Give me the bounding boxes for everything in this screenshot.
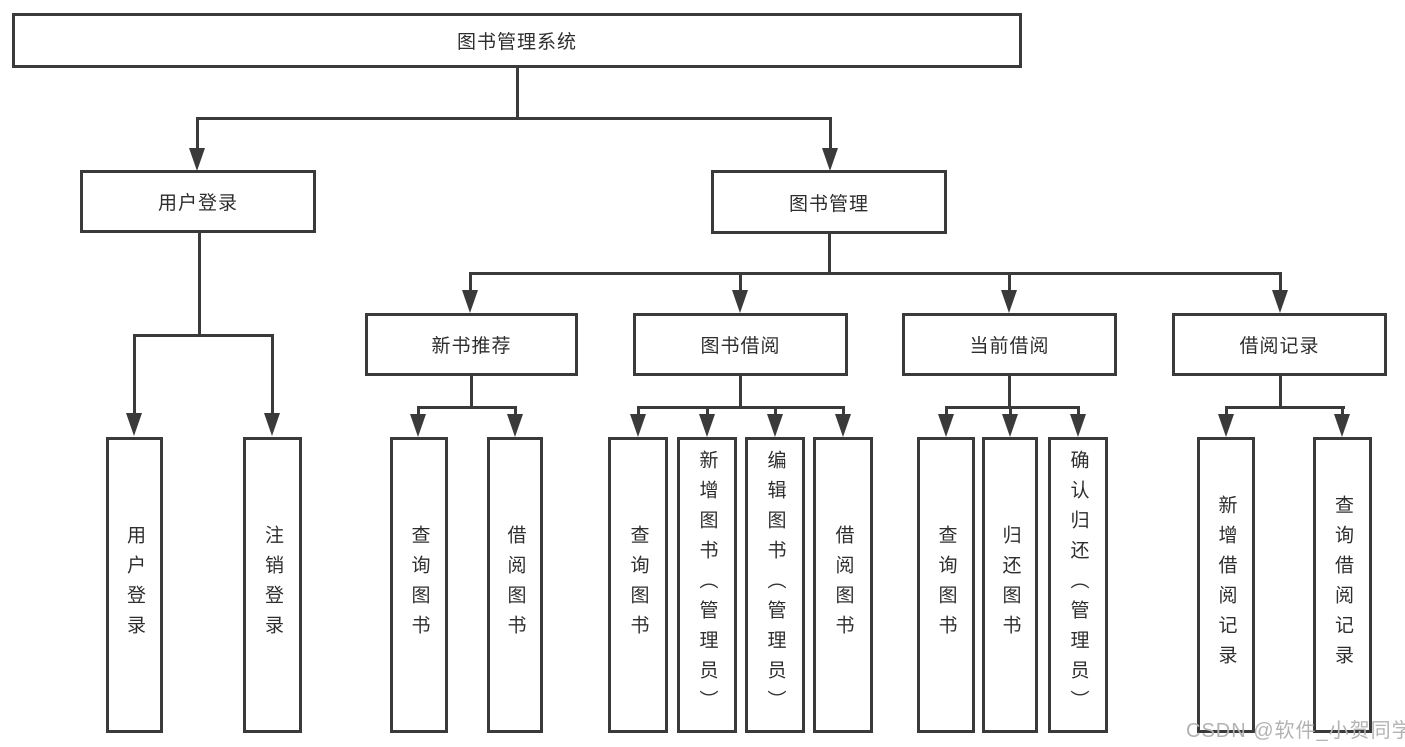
- connector-line: [1008, 376, 1011, 409]
- leaf-bb-edit-books-admin: 编辑图书（管理员）: [745, 437, 805, 733]
- leaf-user-login-label: 用户登录: [124, 525, 145, 645]
- leaf-cb-query-books-label: 查询图书: [935, 525, 957, 645]
- leaf-user-login: 用户登录: [106, 437, 163, 733]
- arrow-down-icon: [699, 414, 715, 437]
- connector-line: [829, 117, 832, 150]
- leaf-nb-query-books: 查询图书: [390, 437, 448, 733]
- connector-line: [1225, 406, 1345, 409]
- leaf-nb-borrow-books: 借阅图书: [487, 437, 543, 733]
- arrow-down-icon: [264, 413, 280, 436]
- leaf-logout: 注销登录: [243, 437, 302, 733]
- arrow-down-icon: [767, 414, 783, 437]
- connector-line: [1009, 406, 1012, 416]
- csdn-watermark: CSDN @软件_小贺同学: [1186, 720, 1405, 742]
- connector-line: [1341, 406, 1344, 416]
- leaf-nb-borrow-books-label: 借阅图书: [504, 525, 526, 645]
- connector-line: [133, 334, 136, 415]
- arrow-down-icon: [189, 148, 205, 171]
- leaf-bb-borrow-books: 借阅图书: [813, 437, 873, 733]
- leaf-bb-add-books-admin-label: 新增图书（管理员）: [696, 450, 718, 720]
- connector-line: [945, 406, 948, 416]
- arrow-down-icon: [1002, 414, 1018, 437]
- node-user-login-label: 用户登录: [157, 193, 238, 214]
- arrow-down-icon: [822, 148, 838, 171]
- arrow-down-icon: [1272, 290, 1288, 313]
- leaf-br-add-record: 新增借阅记录: [1197, 437, 1255, 733]
- leaf-br-query-record-label: 查询借阅记录: [1332, 495, 1353, 675]
- leaf-cb-return-books: 归还图书: [982, 437, 1038, 733]
- node-borrow-records-label: 借阅记录: [1239, 336, 1320, 357]
- leaf-bb-query-books-label: 查询图书: [627, 525, 649, 645]
- node-book-management: 图书管理: [711, 170, 947, 234]
- leaf-br-add-record-label: 新增借阅记录: [1215, 495, 1237, 675]
- connector-line: [470, 376, 473, 409]
- connector-line: [1279, 272, 1282, 292]
- connector-line: [516, 68, 519, 118]
- connector-line: [198, 233, 201, 336]
- leaf-cb-confirm-return-admin-label: 确认归还（管理员）: [1067, 450, 1089, 720]
- connector-line: [417, 406, 516, 409]
- leaf-bb-query-books: 查询图书: [608, 437, 668, 733]
- connector-line: [1225, 406, 1228, 416]
- node-new-book-recommend-label: 新书推荐: [431, 336, 512, 357]
- arrow-down-icon: [1334, 414, 1350, 437]
- node-current-borrow-label: 当前借阅: [969, 336, 1050, 357]
- arrow-down-icon: [1218, 414, 1234, 437]
- connector-line: [1279, 376, 1282, 409]
- arrow-down-icon: [126, 413, 142, 436]
- arrow-down-icon: [410, 414, 426, 437]
- connector-line: [739, 376, 742, 409]
- node-new-book-recommend: 新书推荐: [365, 313, 578, 376]
- arrow-down-icon: [835, 414, 851, 437]
- node-borrow-records: 借阅记录: [1172, 313, 1387, 376]
- node-book-borrow-label: 图书借阅: [700, 336, 781, 357]
- connector-line: [417, 406, 420, 416]
- leaf-logout-label: 注销登录: [262, 525, 283, 645]
- leaf-cb-query-books: 查询图书: [917, 437, 975, 733]
- connector-line: [739, 272, 742, 292]
- leaf-bb-edit-books-admin-label: 编辑图书（管理员）: [764, 450, 786, 720]
- connector-line: [842, 406, 845, 416]
- leaf-cb-return-books-label: 归还图书: [999, 525, 1021, 645]
- arrow-down-icon: [630, 414, 646, 437]
- connector-line: [774, 406, 777, 416]
- connector-line: [637, 406, 640, 416]
- connector-line: [133, 334, 274, 337]
- connector-line: [637, 406, 845, 409]
- connector-line: [196, 117, 832, 120]
- connector-line: [706, 406, 709, 416]
- node-root-label: 图书管理系统: [456, 32, 577, 53]
- node-current-borrow: 当前借阅: [902, 313, 1117, 376]
- connector-line: [1008, 272, 1011, 292]
- connector-line: [271, 334, 274, 415]
- leaf-nb-query-books-label: 查询图书: [408, 525, 430, 645]
- connector-line: [828, 234, 831, 274]
- node-book-management-label: 图书管理: [788, 193, 869, 215]
- leaf-cb-confirm-return-admin: 确认归还（管理员）: [1048, 437, 1108, 733]
- node-user-login: 用户登录: [80, 170, 316, 233]
- arrow-down-icon: [732, 290, 748, 313]
- connector-line: [469, 272, 472, 292]
- connector-line: [514, 406, 517, 416]
- connector-line: [945, 406, 1080, 409]
- arrow-down-icon: [462, 290, 478, 313]
- node-root: 图书管理系统: [12, 13, 1022, 68]
- connector-line: [469, 272, 1281, 275]
- leaf-br-query-record: 查询借阅记录: [1313, 437, 1372, 733]
- arrow-down-icon: [1070, 414, 1086, 437]
- arrow-down-icon: [507, 414, 523, 437]
- connector-line: [196, 117, 199, 150]
- arrow-down-icon: [1001, 290, 1017, 313]
- leaf-bb-add-books-admin: 新增图书（管理员）: [677, 437, 737, 733]
- node-book-borrow: 图书借阅: [633, 313, 848, 376]
- connector-line: [1077, 406, 1080, 416]
- leaf-bb-borrow-books-label: 借阅图书: [832, 525, 854, 645]
- arrow-down-icon: [938, 414, 954, 437]
